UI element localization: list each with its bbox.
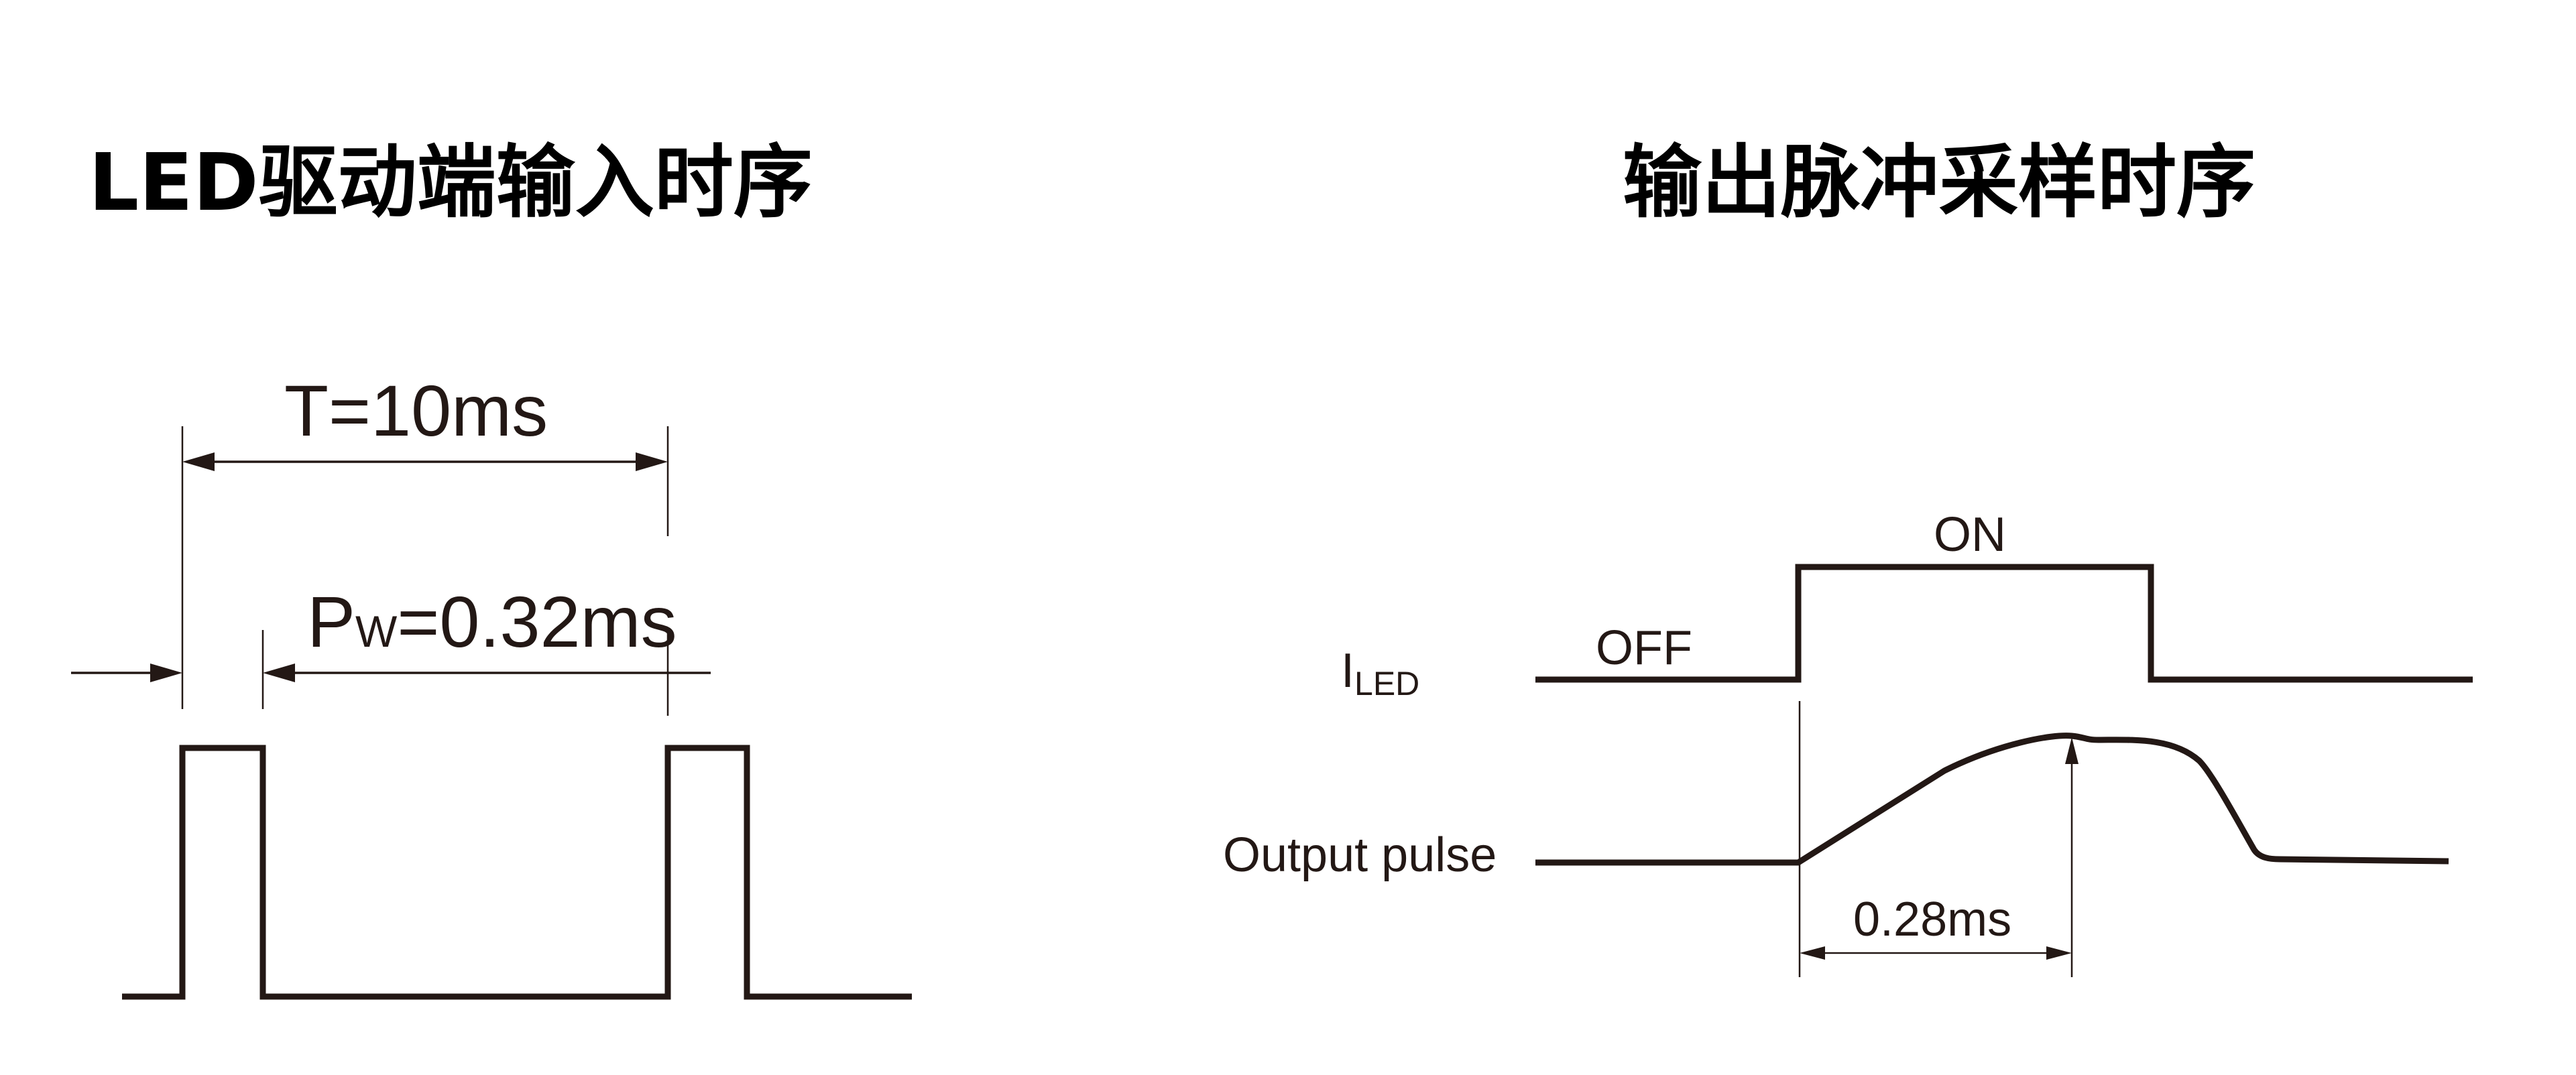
iled-waveform xyxy=(1535,564,2473,683)
output-pulse-label: Output pulse xyxy=(1223,828,1497,882)
output-pulse-waveform xyxy=(1535,733,2449,866)
left-title: LED驱动端输入时序 xyxy=(89,136,813,229)
delay-dimension-arrow xyxy=(1800,946,2072,960)
iled-label: ILED xyxy=(1341,644,1419,702)
pulse-width-dimension xyxy=(71,663,711,682)
period-label: T=10ms xyxy=(284,370,548,451)
delay-label: 0.28ms xyxy=(1853,893,2011,946)
on-label: ON xyxy=(1934,508,2006,562)
right-title: 输出脉冲采样时序 xyxy=(1623,136,2256,229)
period-dimension-arrow xyxy=(182,452,668,471)
pulse-width-label: PW=0.32ms xyxy=(307,581,677,662)
sample-point-arrow xyxy=(2065,737,2079,764)
off-label: OFF xyxy=(1596,621,1692,675)
led-drive-waveform xyxy=(122,745,912,1000)
